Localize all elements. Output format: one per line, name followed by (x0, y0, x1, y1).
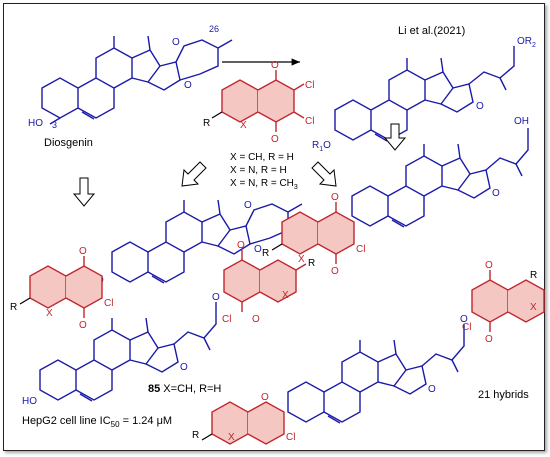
hollow-arrow-left (72, 177, 96, 207)
hybrid-right-quinone (271, 202, 355, 264)
compound-85-label: 85 X=CH, R=H (148, 383, 221, 395)
hepg2-label: HepG2 cell line IC50 = 1.24 μM (22, 415, 172, 429)
quinone-variant-3: X = N, R = CH3 (230, 178, 298, 191)
quinone-variant-1: X = CH, R = H (230, 152, 294, 163)
diosgenin-c3: 3 (52, 120, 57, 130)
hybrids-top-qo2: O (485, 334, 493, 345)
diosgenin-o2: O (172, 37, 180, 48)
hybrid-right-qo1: O (331, 192, 339, 203)
quinone-cl2: Cl (305, 116, 314, 127)
diosgenin-ho: HO (28, 118, 43, 129)
hepg2-prefix: HepG2 cell line IC (22, 415, 111, 427)
li-structure (334, 46, 515, 142)
quinone-variant-3-main: X = N, R = CH (230, 178, 294, 189)
hybrids-label: 21 hybrids (478, 389, 529, 401)
compound-85-ho: HO (22, 396, 37, 407)
hybrids-bottom-cl: Cl (286, 432, 295, 443)
hybrids-bottom-r: R (192, 430, 199, 441)
hybrids-top-cl: Cl (462, 322, 471, 333)
li-o-ring: O (476, 101, 484, 112)
compound-85-o: O (180, 362, 188, 373)
li-r1o: R1O (312, 140, 331, 153)
hybrids-steroid (287, 324, 465, 424)
hybrids-top-x: X (530, 302, 537, 313)
hybrids-o-link: O (460, 314, 468, 325)
li-r1o-sub: 1 (319, 146, 323, 153)
hybrid-center-cl: Cl (104, 298, 113, 309)
hybrid-right-qo2: O (331, 266, 339, 277)
quinone-o-top: O (271, 60, 279, 71)
li-r1o-o: O (323, 140, 331, 151)
hybrids-bottom-quinone (201, 401, 285, 445)
quinone-x: X (240, 120, 247, 131)
li-r1o-r: R (312, 140, 319, 151)
diosgenin-label: Diosgenin (44, 137, 93, 149)
hybrid-center-quinone (19, 256, 103, 318)
hybrid-right-steroid (351, 128, 529, 228)
hybrid-right-x: X (298, 254, 305, 265)
hepg2-value: = 1.24 μM (120, 415, 173, 427)
hollow-arrow-right (383, 123, 407, 151)
li-et-al-label: Li et al.(2021) (398, 25, 465, 37)
compound-85-desc: X=CH, R=H (160, 383, 221, 395)
hybrids-top-qo1: O (485, 260, 493, 271)
compound-85-num: 85 (148, 383, 160, 395)
compound-85-quinone (223, 250, 307, 312)
hybrid-center-x: X (46, 308, 53, 319)
quinone-o-bot: O (271, 134, 279, 145)
hybrid-right-r: R (262, 248, 269, 259)
hybrid-right-o: O (492, 188, 500, 199)
quinone-cl1: Cl (305, 80, 314, 91)
hybrid-right-oh: OH (514, 116, 529, 127)
hybrid-center-o1: O (254, 244, 262, 255)
compound-85-o-link: O (212, 292, 220, 303)
compound-85-cl: Cl (222, 314, 231, 325)
hybrids-bottom-x: X (228, 432, 235, 443)
compound-85-qo2: O (252, 314, 260, 325)
figure-frame (3, 3, 545, 451)
li-or2: OR2 (517, 36, 536, 49)
diosgenin-c26: 26 (209, 24, 219, 34)
hollow-arrow-center-left (181, 161, 207, 187)
li-or2-main: OR (517, 36, 532, 47)
hybrid-center-r: R (10, 302, 17, 313)
hepg2-sub: 50 (111, 420, 120, 429)
compound-85-qo1: O (237, 240, 245, 251)
hybrid-center-qo2: O (79, 320, 87, 331)
compound-85-r: R (308, 258, 315, 269)
quinone-reagent (211, 70, 305, 132)
hybrids-bottom-qo: O (261, 392, 269, 403)
compound-85-steroid (39, 302, 217, 402)
quinone-variant-2: X = N, R = H (230, 165, 287, 176)
hybrid-center-qo1: O (79, 246, 87, 257)
diosgenin-o1: O (184, 80, 192, 91)
hybrid-center-o2: O (244, 200, 252, 211)
diosgenin-structure (41, 35, 233, 125)
hollow-arrow-center-right (311, 161, 337, 187)
hybrids-top-r: R (530, 270, 537, 281)
hybrids-top-quinone (471, 270, 545, 332)
compound-85-x: X (282, 290, 289, 301)
quinone-r: R (203, 118, 210, 129)
quinone-variant-3-sub: 3 (294, 184, 298, 191)
hybrid-right-cl: Cl (356, 244, 365, 255)
li-or2-sub: 2 (532, 42, 536, 49)
hybrid-center-steroid (111, 199, 303, 284)
hybrids-o: O (428, 384, 436, 395)
